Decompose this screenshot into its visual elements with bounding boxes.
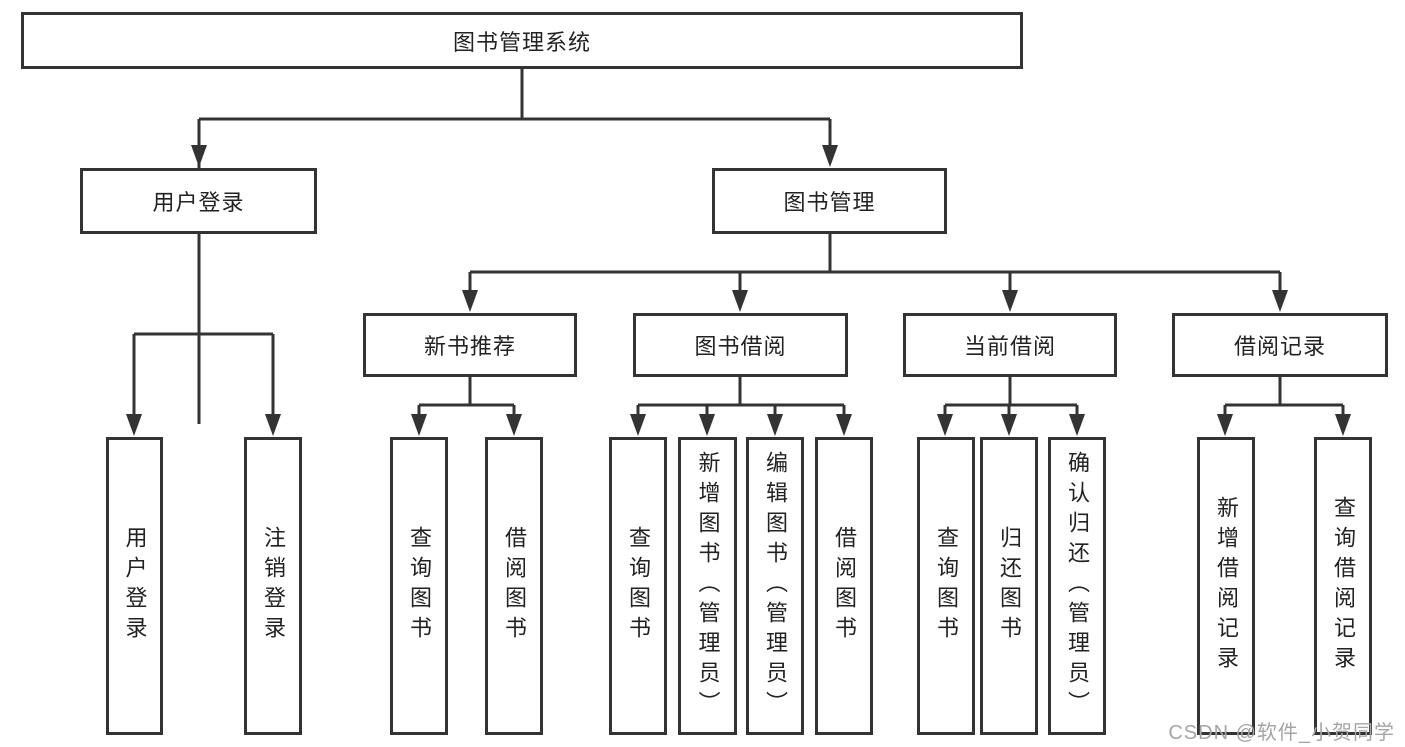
connector-bookmgmt-to-level3 — [468, 233, 1282, 300]
node-label: 图书管理 — [783, 190, 876, 215]
node-label: 查询借阅记录 — [1331, 496, 1356, 676]
node-label: 归还图书 — [997, 526, 1022, 646]
node-label: 编辑图书（管理员） — [763, 451, 788, 721]
node-label: 借阅图书 — [502, 526, 527, 646]
node-user-login: 用户登录 — [80, 168, 317, 234]
node-book-borrow: 图书借阅 — [633, 313, 848, 377]
node-label: 图书管理系统 — [452, 29, 591, 55]
leaf-add-books-admin: 新增图书（管理员） — [678, 437, 737, 735]
node-label: 图书借阅 — [694, 334, 787, 359]
leaf-return-books: 归还图书 — [980, 437, 1038, 735]
node-label: 当前借阅 — [963, 334, 1056, 359]
node-label: 查询图书 — [934, 526, 959, 646]
leaf-borrow-books-recommend: 借阅图书 — [485, 437, 543, 735]
connector-currentborrow-to-leaves — [943, 377, 1079, 424]
leaf-borrow-books: 借阅图书 — [815, 437, 873, 735]
leaf-query-books-borrow: 查询图书 — [609, 437, 667, 735]
node-label: 查询图书 — [407, 526, 432, 646]
leaf-user-login: 用户登录 — [106, 437, 163, 735]
node-label: 查询图书 — [626, 526, 651, 646]
node-new-book-recommend: 新书推荐 — [363, 313, 577, 377]
node-label: 新书推荐 — [423, 334, 516, 359]
connector-bookborrow-to-leaves — [636, 377, 846, 424]
connector-newbook-to-leaves — [417, 377, 516, 424]
leaf-logout: 注销登录 — [244, 437, 302, 735]
node-label: 用户登录 — [152, 190, 245, 215]
node-label: 用户登录 — [122, 526, 148, 646]
node-label: 确认归还（管理员） — [1065, 451, 1090, 721]
connector-userlogin-to-leaves — [132, 233, 275, 424]
leaf-add-borrow-record: 新增借阅记录 — [1197, 437, 1255, 735]
node-label: 借阅图书 — [832, 526, 857, 646]
node-label: 新增借阅记录 — [1214, 496, 1239, 676]
node-book-management: 图书管理 — [712, 168, 947, 234]
leaf-edit-books-admin: 编辑图书（管理员） — [746, 437, 804, 735]
leaf-query-borrow-record: 查询借阅记录 — [1314, 437, 1372, 735]
node-current-borrow: 当前借阅 — [903, 313, 1117, 377]
csdn-watermark: CSDN @软件_小贺同学 — [1168, 722, 1395, 744]
node-borrow-records: 借阅记录 — [1172, 313, 1388, 377]
node-label: 新增图书（管理员） — [695, 451, 721, 721]
leaf-query-books-recommend: 查询图书 — [390, 437, 448, 735]
leaf-query-books-current: 查询图书 — [917, 437, 975, 735]
leaf-confirm-return-admin: 确认归还（管理员） — [1048, 437, 1106, 735]
node-library-management-system: 图书管理系统 — [21, 12, 1023, 69]
connector-borrowrecord-to-leaves — [1223, 377, 1345, 424]
node-label: 注销登录 — [261, 526, 286, 646]
node-label: 借阅记录 — [1233, 334, 1326, 359]
